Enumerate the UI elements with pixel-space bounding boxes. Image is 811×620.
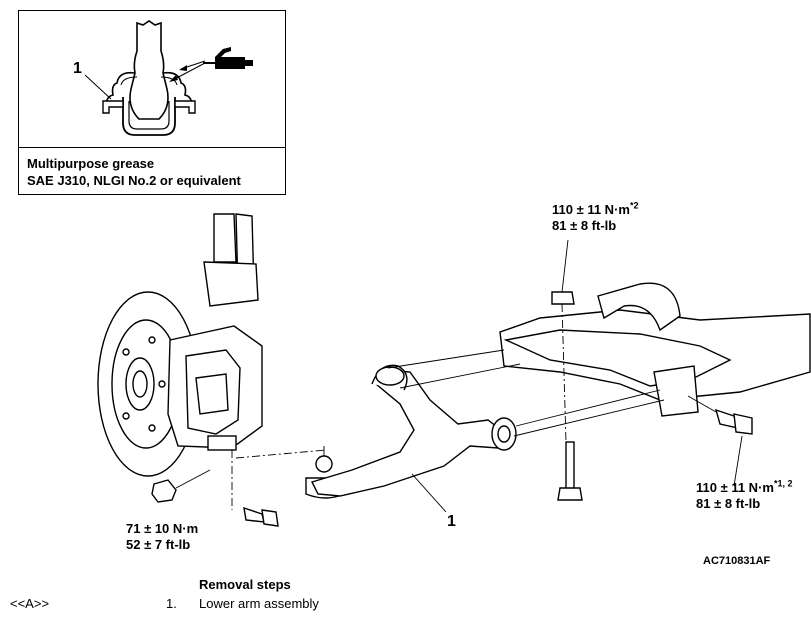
ball-joint-section-drawing xyxy=(84,20,253,136)
step-number: 1. xyxy=(166,596,177,611)
grease-specification: Multipurpose grease SAE J310, NLGI No.2 … xyxy=(27,155,241,189)
torque-right-imperial: 81 ± 8 ft-lb xyxy=(696,496,761,511)
torque-left-value: 71 ± 10 N·m xyxy=(126,521,199,536)
main-callout-number: 1 xyxy=(447,513,456,530)
torque-right: 110 ± 11 N·m*1, 2 81 ± 8 ft-lb xyxy=(696,478,793,512)
figure-code: AC710831AF xyxy=(703,555,771,567)
torque-top-imperial: 81 ± 8 ft-lb xyxy=(552,218,617,233)
step-marker: <<A>> xyxy=(10,596,50,611)
torque-left-imperial: 52 ± 7 ft-lb xyxy=(126,537,191,552)
removal-steps-title: Removal steps xyxy=(199,577,291,592)
grease-line-1: Multipurpose grease xyxy=(27,156,155,171)
torque-left: 71 ± 10 N·m 52 ± 7 ft-lb xyxy=(126,521,198,553)
torque-right-note: *1, 2 xyxy=(773,478,793,489)
torque-top-value: 110 ± 11 N·m xyxy=(552,202,630,217)
torque-top-center: 110 ± 11 N·m*2 81 ± 8 ft-lb xyxy=(552,200,639,234)
grease-line-2: SAE J310, NLGI No.2 or equivalent xyxy=(27,173,241,188)
grease-inset: 1 Multipurpose grease SAE J310, NLGI No.… xyxy=(18,10,286,195)
torque-right-value: 110 ± 11 N·m xyxy=(696,480,774,495)
torque-top-note: *2 xyxy=(629,200,639,211)
step-label: Lower arm assembly xyxy=(199,596,319,611)
inset-callout-number: 1 xyxy=(73,60,82,77)
inset-divider xyxy=(19,147,285,148)
